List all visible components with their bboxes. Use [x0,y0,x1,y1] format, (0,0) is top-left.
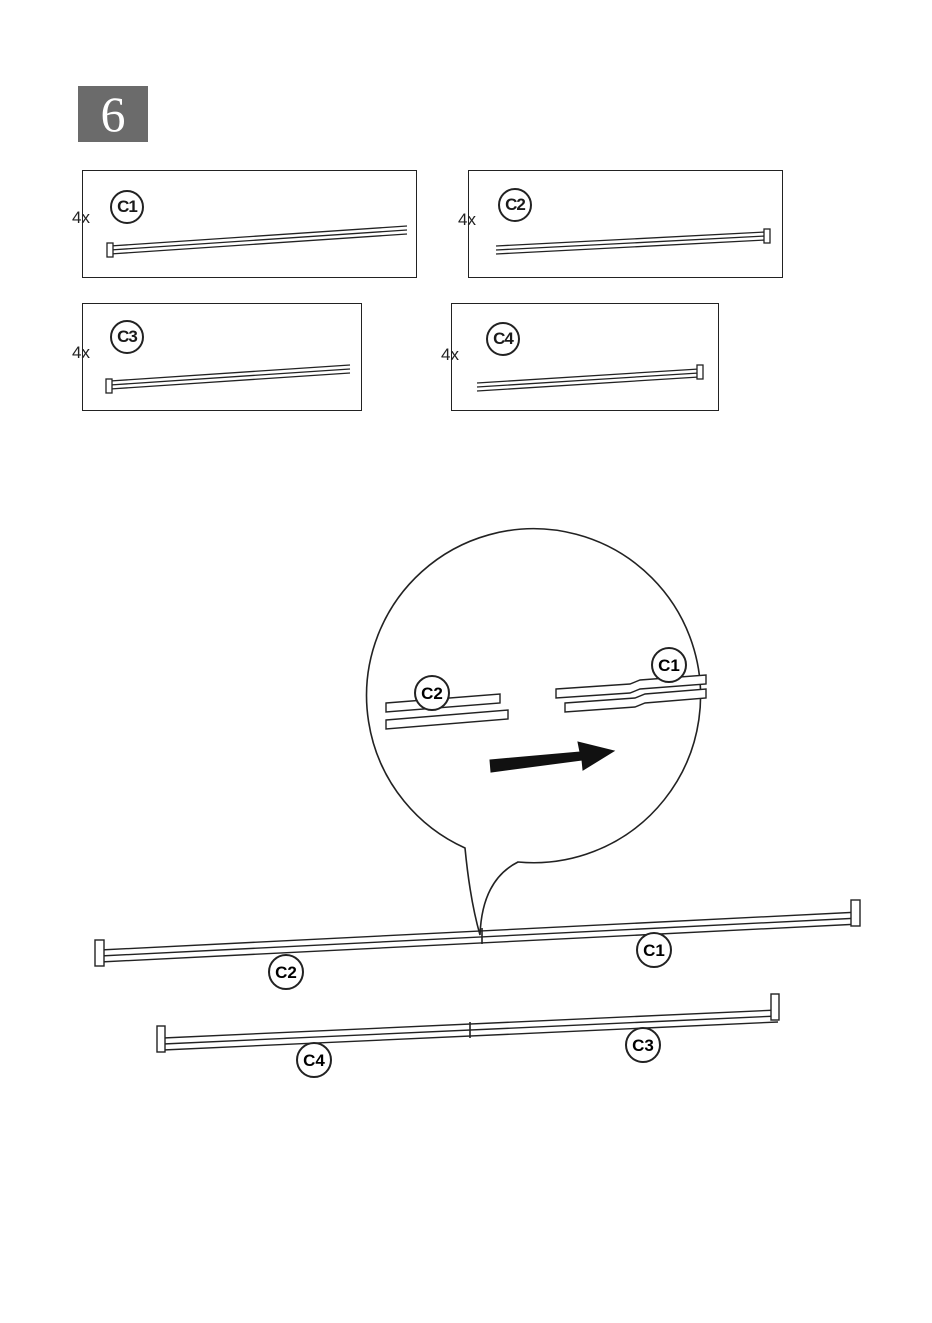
detail-label-c2: C2 [415,676,449,710]
assembly-label-c1: C1 [637,933,671,967]
detail-callout-bubble [367,529,701,935]
svg-text:C1: C1 [643,941,665,960]
svg-text:C2: C2 [275,963,297,982]
svg-text:C4: C4 [303,1051,325,1070]
assembly-label-c2: C2 [269,955,303,989]
detail-label-c1: C1 [652,648,686,682]
svg-text:C3: C3 [632,1036,654,1055]
assembly-label-c4: C4 [297,1043,331,1077]
assembled-rail-lower [157,994,779,1052]
assembly-label-c3: C3 [626,1028,660,1062]
svg-text:C2: C2 [421,684,443,703]
svg-text:C1: C1 [658,656,680,675]
